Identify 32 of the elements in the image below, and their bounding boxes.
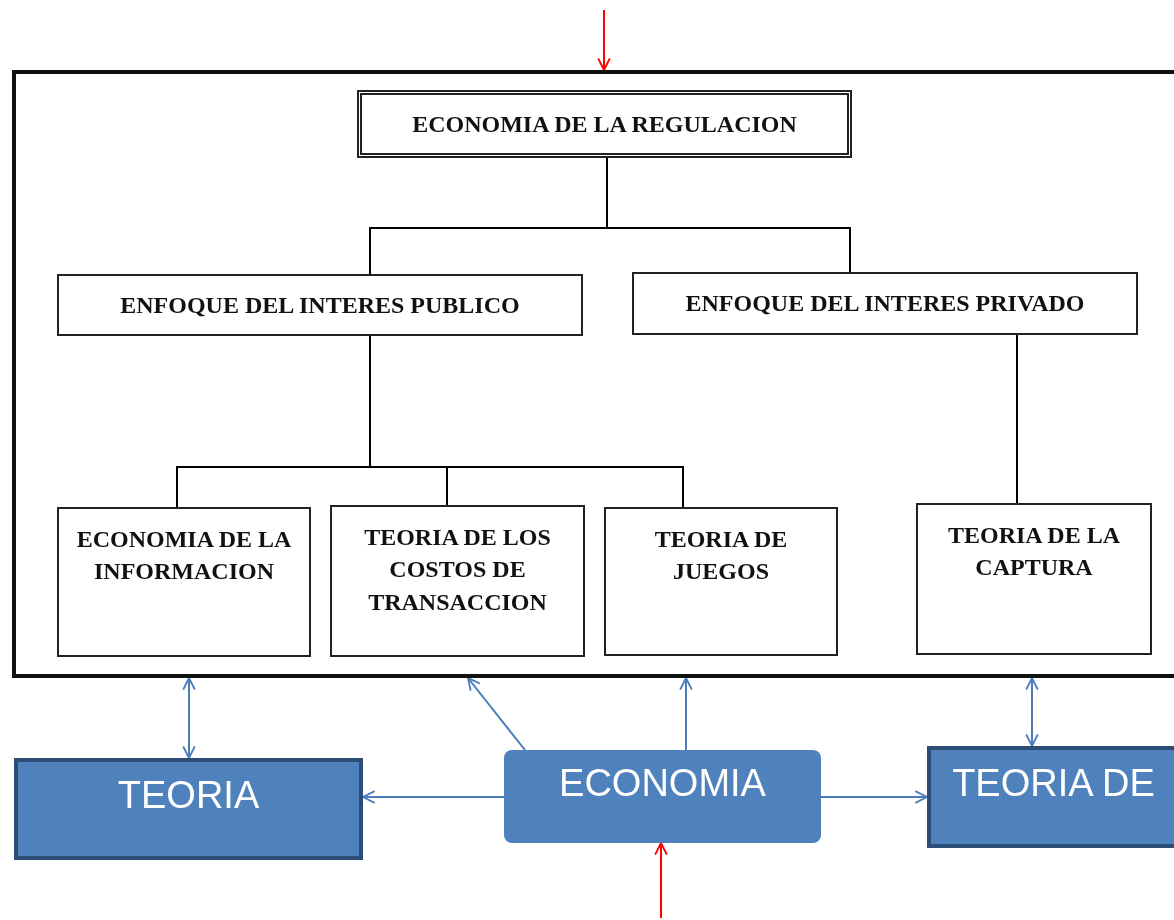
arrow bbox=[597, 9, 611, 71]
concept-box bbox=[14, 758, 363, 860]
concept-box bbox=[330, 505, 585, 657]
concept-box bbox=[57, 274, 583, 336]
node-label: ECONOMIA DE LA INFORMACION bbox=[75, 525, 293, 587]
node-label: ENFOQUE DEL INTERES PRIVADO bbox=[685, 289, 1085, 319]
arrow bbox=[679, 677, 693, 751]
concept-box bbox=[604, 507, 838, 656]
node-label: TEORIA DE JUEGOS bbox=[653, 525, 789, 587]
node-label: TEORIA DE LOS COSTOS DE TRANSACCION bbox=[363, 523, 552, 617]
arrow bbox=[1025, 677, 1039, 747]
arrow bbox=[820, 790, 928, 804]
title-box bbox=[357, 90, 852, 158]
arrow bbox=[182, 677, 196, 759]
diagram-frame bbox=[12, 70, 1174, 678]
concept-box bbox=[927, 746, 1174, 848]
node-label: TEORIA bbox=[117, 774, 260, 817]
connector-line bbox=[1016, 334, 1018, 504]
concept-box bbox=[504, 750, 821, 843]
connector-line bbox=[369, 335, 684, 508]
concept-box bbox=[57, 507, 311, 657]
arrow bbox=[362, 790, 505, 804]
arrow bbox=[654, 842, 668, 919]
arrow bbox=[467, 677, 526, 751]
node-label: ECONOMIA DE LA REGULACION bbox=[412, 109, 797, 139]
node-label: ENFOQUE DEL INTERES PUBLICO bbox=[120, 290, 520, 320]
node-label: TEORIA DE LA CAPTURA bbox=[946, 521, 1121, 583]
concept-box bbox=[632, 272, 1138, 335]
node-label: ECONOMIA bbox=[559, 762, 766, 805]
node-label: TEORIA DE bbox=[952, 762, 1155, 805]
connector-line bbox=[606, 157, 851, 273]
concept-box bbox=[916, 503, 1152, 655]
